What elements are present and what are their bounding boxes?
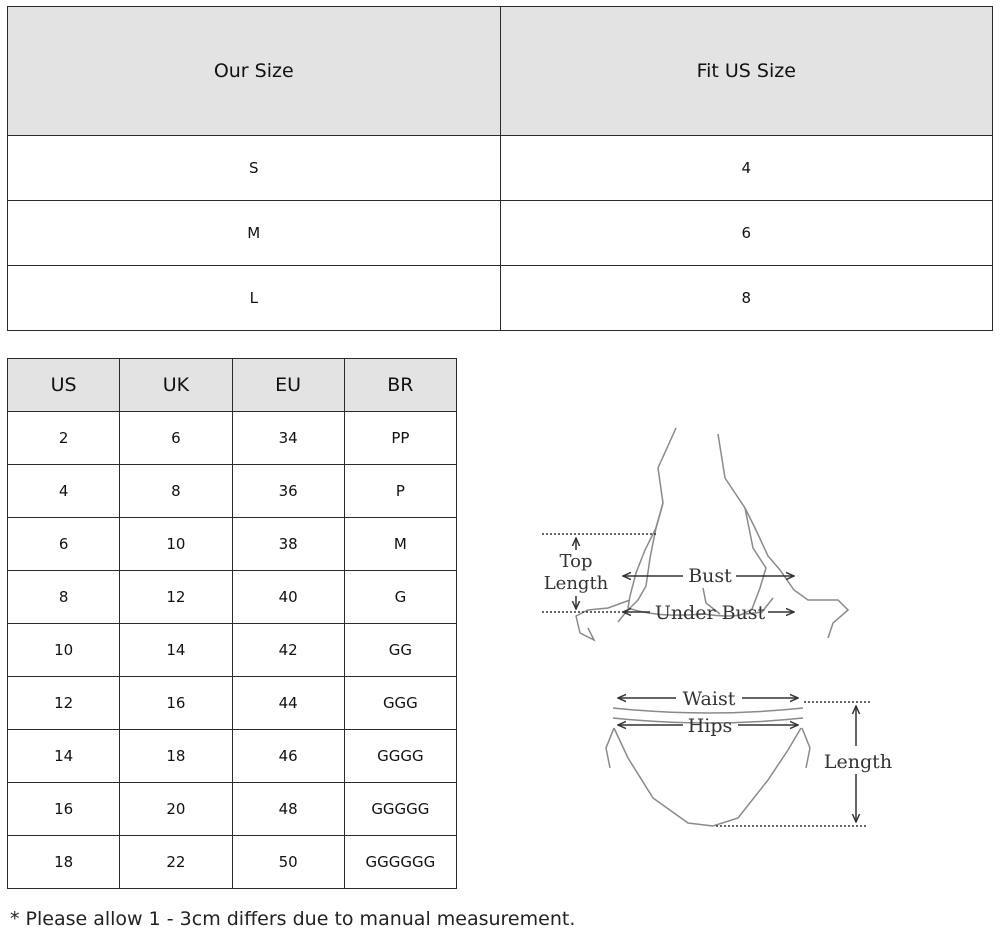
table-row: 14 18 46 GGGG — [6, 729, 458, 783]
us-cell: 10 — [6, 623, 121, 677]
uk-cell: 6 — [119, 411, 233, 465]
header-us: US — [6, 358, 121, 412]
us-cell: 18 — [6, 835, 121, 889]
br-cell: PP — [343, 411, 458, 465]
top-length-label-line1: Top — [560, 551, 593, 572]
us-cell: 8 — [6, 570, 121, 624]
fit-us-size-cell: 6 — [499, 200, 993, 266]
hips-label: Hips — [688, 715, 733, 737]
fit-us-size-cell: 8 — [499, 265, 993, 331]
br-cell: GG — [343, 623, 458, 677]
table-row: 2 6 34 PP — [6, 411, 458, 465]
size-table-header-row: Our Size Fit US Size — [7, 6, 993, 136]
our-size-cell: S — [7, 135, 501, 201]
bikini-measurement-diagram: Top Length Bust Under Bust Waist Hips Le… — [542, 428, 892, 827]
us-cell: 2 — [6, 411, 121, 465]
table-row: 16 20 48 GGGGG — [6, 782, 458, 836]
br-cell: M — [343, 517, 458, 571]
uk-cell: 16 — [119, 676, 233, 730]
us-cell: 6 — [6, 517, 121, 571]
conversion-table: US UK EU BR 2 6 34 PP 4 8 36 P 6 10 38 M… — [6, 358, 458, 889]
top-length-measure — [542, 533, 656, 613]
header-br: BR — [343, 358, 458, 412]
bikini-bottom-illustration — [605, 707, 811, 827]
table-row: 6 10 38 M — [6, 517, 458, 571]
bust-label: Bust — [688, 565, 732, 587]
eu-cell: 50 — [231, 835, 345, 889]
eu-cell: 46 — [231, 729, 345, 783]
table-row: S 4 — [7, 135, 993, 201]
header-fit-us-size: Fit US Size — [499, 6, 993, 136]
uk-cell: 12 — [119, 570, 233, 624]
eu-cell: 42 — [231, 623, 345, 677]
table-row: 18 22 50 GGGGGG — [6, 835, 458, 889]
eu-cell: 48 — [231, 782, 345, 836]
our-size-cell: M — [7, 200, 501, 266]
br-cell: GGGGGG — [343, 835, 458, 889]
uk-cell: 22 — [119, 835, 233, 889]
table-row: L 8 — [7, 265, 993, 331]
br-cell: G — [343, 570, 458, 624]
top-length-label-line2: Length — [544, 573, 609, 594]
waist-label: Waist — [683, 688, 736, 710]
us-cell: 4 — [6, 464, 121, 518]
table-row: 4 8 36 P — [6, 464, 458, 518]
br-cell: GGGG — [343, 729, 458, 783]
uk-cell: 18 — [119, 729, 233, 783]
length-measure — [716, 701, 870, 827]
uk-cell: 20 — [119, 782, 233, 836]
us-cell: 16 — [6, 782, 121, 836]
table-row: 12 16 44 GGG — [6, 676, 458, 730]
under-bust-label: Under Bust — [655, 602, 766, 624]
measurement-note: * Please allow 1 - 3cm differs due to ma… — [10, 908, 576, 930]
br-cell: GGGGG — [343, 782, 458, 836]
header-our-size: Our Size — [7, 6, 501, 136]
eu-cell: 38 — [231, 517, 345, 571]
eu-cell: 36 — [231, 464, 345, 518]
br-cell: P — [343, 464, 458, 518]
fit-us-size-cell: 4 — [499, 135, 993, 201]
conversion-header-row: US UK EU BR — [6, 358, 458, 412]
table-row: M 6 — [7, 200, 993, 266]
table-row: 10 14 42 GG — [6, 623, 458, 677]
table-row: 8 12 40 G — [6, 570, 458, 624]
uk-cell: 8 — [119, 464, 233, 518]
br-cell: GGG — [343, 676, 458, 730]
uk-cell: 10 — [119, 517, 233, 571]
eu-cell: 44 — [231, 676, 345, 730]
size-table: Our Size Fit US Size S 4 M 6 L 8 — [7, 6, 993, 331]
eu-cell: 34 — [231, 411, 345, 465]
us-cell: 14 — [6, 729, 121, 783]
uk-cell: 14 — [119, 623, 233, 677]
eu-cell: 40 — [231, 570, 345, 624]
length-label: Length — [824, 751, 892, 773]
us-cell: 12 — [6, 676, 121, 730]
header-eu: EU — [231, 358, 345, 412]
our-size-cell: L — [7, 265, 501, 331]
header-uk: UK — [119, 358, 233, 412]
